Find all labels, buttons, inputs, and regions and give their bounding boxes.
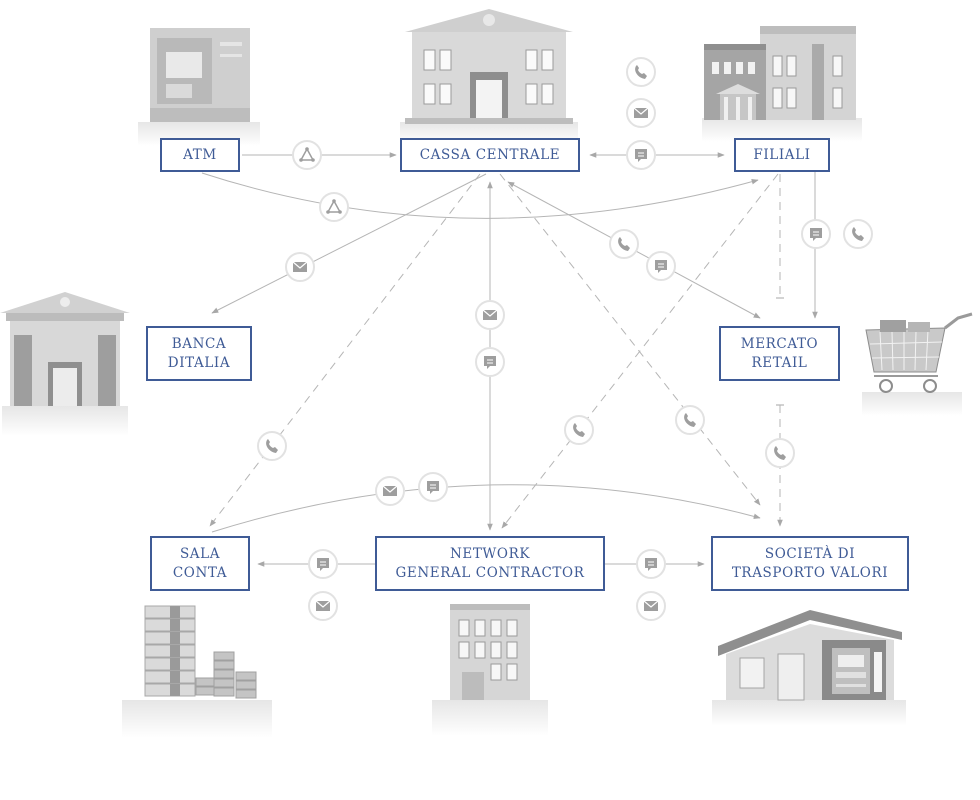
node-filiali: FILIALI — [734, 138, 830, 172]
network-icon — [319, 192, 349, 222]
node-societa-trasporto-valori: SOCIETÀ DI TRASPORTO VALORI — [711, 536, 909, 591]
node-atm: ATM — [160, 138, 240, 172]
money-stacks-illustration — [122, 605, 272, 738]
mail-icon — [626, 98, 656, 128]
mail-icon — [285, 252, 315, 282]
phone-icon — [626, 57, 656, 87]
phone-icon — [675, 405, 705, 435]
phone-icon — [843, 219, 873, 249]
node-cassa-centrale-label: CASSA CENTRALE — [419, 146, 561, 163]
node-banca-ditalia-line1: BANCA — [171, 335, 227, 352]
phone-icon — [257, 431, 287, 461]
shopping-cart-illustration — [862, 312, 973, 416]
mail-icon — [308, 591, 338, 621]
edge-filiali-network — [501, 173, 779, 529]
node-network-line2: GENERAL CONTRACTOR — [395, 564, 585, 581]
mail-icon — [475, 300, 505, 330]
network-icon — [292, 140, 322, 170]
branch-buildings-illustration — [702, 26, 862, 142]
node-banca-ditalia-line2: DITALIA — [167, 354, 231, 371]
phone-icon — [609, 229, 639, 259]
phone-icon — [564, 415, 594, 445]
mail-icon — [375, 476, 405, 506]
office-building-illustration — [432, 604, 548, 736]
node-atm-label: ATM — [183, 146, 217, 163]
node-mercato-retail: MERCATO RETAIL — [719, 326, 840, 381]
chat-icon — [626, 140, 656, 170]
node-cassa-centrale: CASSA CENTRALE — [400, 138, 580, 172]
node-societa-line2: TRASPORTO VALORI — [731, 564, 889, 581]
edge-sala-societa — [211, 484, 761, 533]
phone-icon — [765, 438, 795, 468]
node-sala-conta: SALA CONTA — [150, 536, 250, 591]
node-sala-conta-line1: SALA — [179, 545, 221, 562]
bank-building-illustration — [0, 292, 130, 436]
chat-icon — [801, 219, 831, 249]
node-societa-line1: SOCIETÀ DI — [764, 545, 856, 562]
central-bank-building-illustration — [400, 9, 578, 144]
node-network-general-contractor: NETWORK GENERAL CONTRACTOR — [375, 536, 605, 591]
node-banca-ditalia: BANCA DITALIA — [146, 326, 252, 381]
edge-cassa-sala — [209, 173, 481, 527]
chat-icon — [646, 251, 676, 281]
edge-atm-filiali — [201, 172, 759, 219]
node-network-line1: NETWORK — [449, 545, 531, 562]
node-mercato-retail-line2: RETAIL — [751, 354, 808, 371]
channel-icons — [257, 57, 873, 621]
node-sala-conta-line2: CONTA — [172, 564, 228, 581]
chat-icon — [308, 549, 338, 579]
node-filiali-label: FILIALI — [753, 146, 811, 163]
edge-cassa-banca — [211, 173, 487, 314]
node-mercato-retail-line1: MERCATO — [740, 335, 819, 352]
warehouse-truck-illustration — [712, 610, 906, 726]
chat-icon — [636, 549, 666, 579]
edge-cassa-societa — [499, 173, 761, 506]
mail-icon — [636, 591, 666, 621]
chat-icon — [475, 347, 505, 377]
chat-icon — [418, 472, 448, 502]
atm-machine-illustration — [138, 28, 260, 146]
